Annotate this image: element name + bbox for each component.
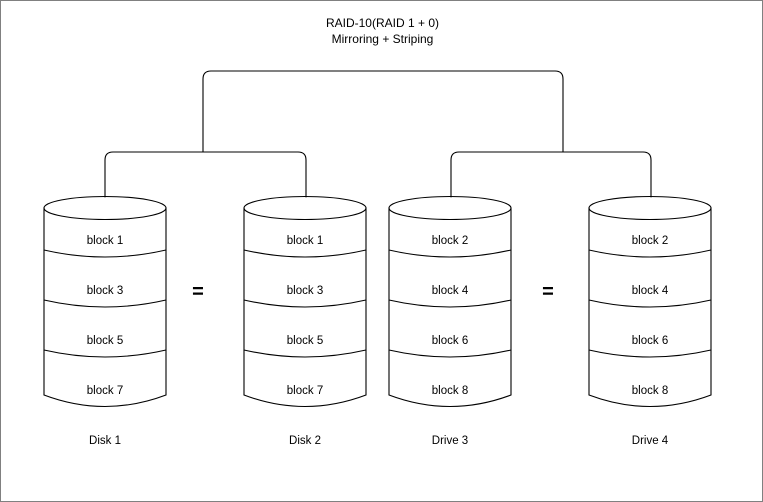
- connector-right-pair-bracket: [450, 151, 652, 198]
- disk-1-label: Disk 1: [89, 435, 121, 447]
- disk-4-label: Drive 4: [631, 435, 669, 447]
- cylinder-disk-2: [243, 195, 367, 408]
- cylinder-divider-2: [43, 299, 167, 308]
- cylinder-bottom-arc: [243, 394, 367, 408]
- cylinder-divider-1: [43, 249, 167, 258]
- disk-4-block-label-4: block 8: [631, 385, 669, 397]
- cylinder-bottom-arc: [588, 394, 712, 408]
- cylinder-disk-3: [388, 195, 512, 408]
- cylinder-disk-4: [588, 195, 712, 408]
- cylinder-divider-3: [588, 349, 712, 358]
- disk-2-block-label-4: block 7: [286, 385, 324, 397]
- diagram-title-line1: RAID-10(RAID 1 + 0): [325, 16, 440, 30]
- mirror-equals-left: =: [192, 281, 204, 303]
- cylinder-divider-1: [388, 249, 512, 258]
- cylinder-bottom-arc: [43, 394, 167, 408]
- cylinder-bottom-arc: [388, 394, 512, 408]
- disk-3-block-label-2: block 4: [431, 285, 469, 297]
- cylinder-disk-1: [43, 195, 167, 408]
- cylinder-divider-1: [588, 249, 712, 258]
- cylinder-top-ellipse: [588, 195, 712, 221]
- connector-root-bracket: [202, 70, 564, 153]
- disk-1-block-label-4: block 7: [86, 385, 124, 397]
- cylinder-top-ellipse: [243, 195, 367, 221]
- disk-1-block-label-1: block 1: [86, 235, 124, 247]
- cylinder-top-ellipse: [388, 195, 512, 221]
- diagram-title: RAID-10(RAID 1 + 0) Mirroring + Striping: [1, 15, 762, 47]
- disk-3-label: Drive 3: [431, 435, 469, 447]
- cylinder-divider-2: [388, 299, 512, 308]
- disk-1-block-label-2: block 3: [86, 285, 124, 297]
- cylinder-divider-1: [243, 249, 367, 258]
- disk-3-block-label-3: block 6: [431, 335, 469, 347]
- cylinder-divider-3: [388, 349, 512, 358]
- disk-2-block-label-1: block 1: [286, 235, 324, 247]
- disk-4-block-label-2: block 4: [631, 285, 669, 297]
- mirror-equals-right: =: [542, 281, 554, 303]
- cylinder-divider-2: [588, 299, 712, 308]
- cylinder-divider-3: [243, 349, 367, 358]
- disk-3-block-label-4: block 8: [431, 385, 469, 397]
- connector-left-pair-bracket: [104, 151, 307, 198]
- disk-2-block-label-3: block 5: [286, 335, 324, 347]
- cylinder-top-ellipse: [43, 195, 167, 221]
- diagram-title-line2: Mirroring + Striping: [331, 32, 434, 46]
- disk-3-block-label-1: block 2: [431, 235, 469, 247]
- disk-2-label: Disk 2: [289, 435, 321, 447]
- disk-1-block-label-3: block 5: [86, 335, 124, 347]
- cylinder-divider-2: [243, 299, 367, 308]
- disk-4-block-label-1: block 2: [631, 235, 669, 247]
- disk-4-block-label-3: block 6: [631, 335, 669, 347]
- disk-2-block-label-2: block 3: [286, 285, 324, 297]
- cylinder-divider-3: [43, 349, 167, 358]
